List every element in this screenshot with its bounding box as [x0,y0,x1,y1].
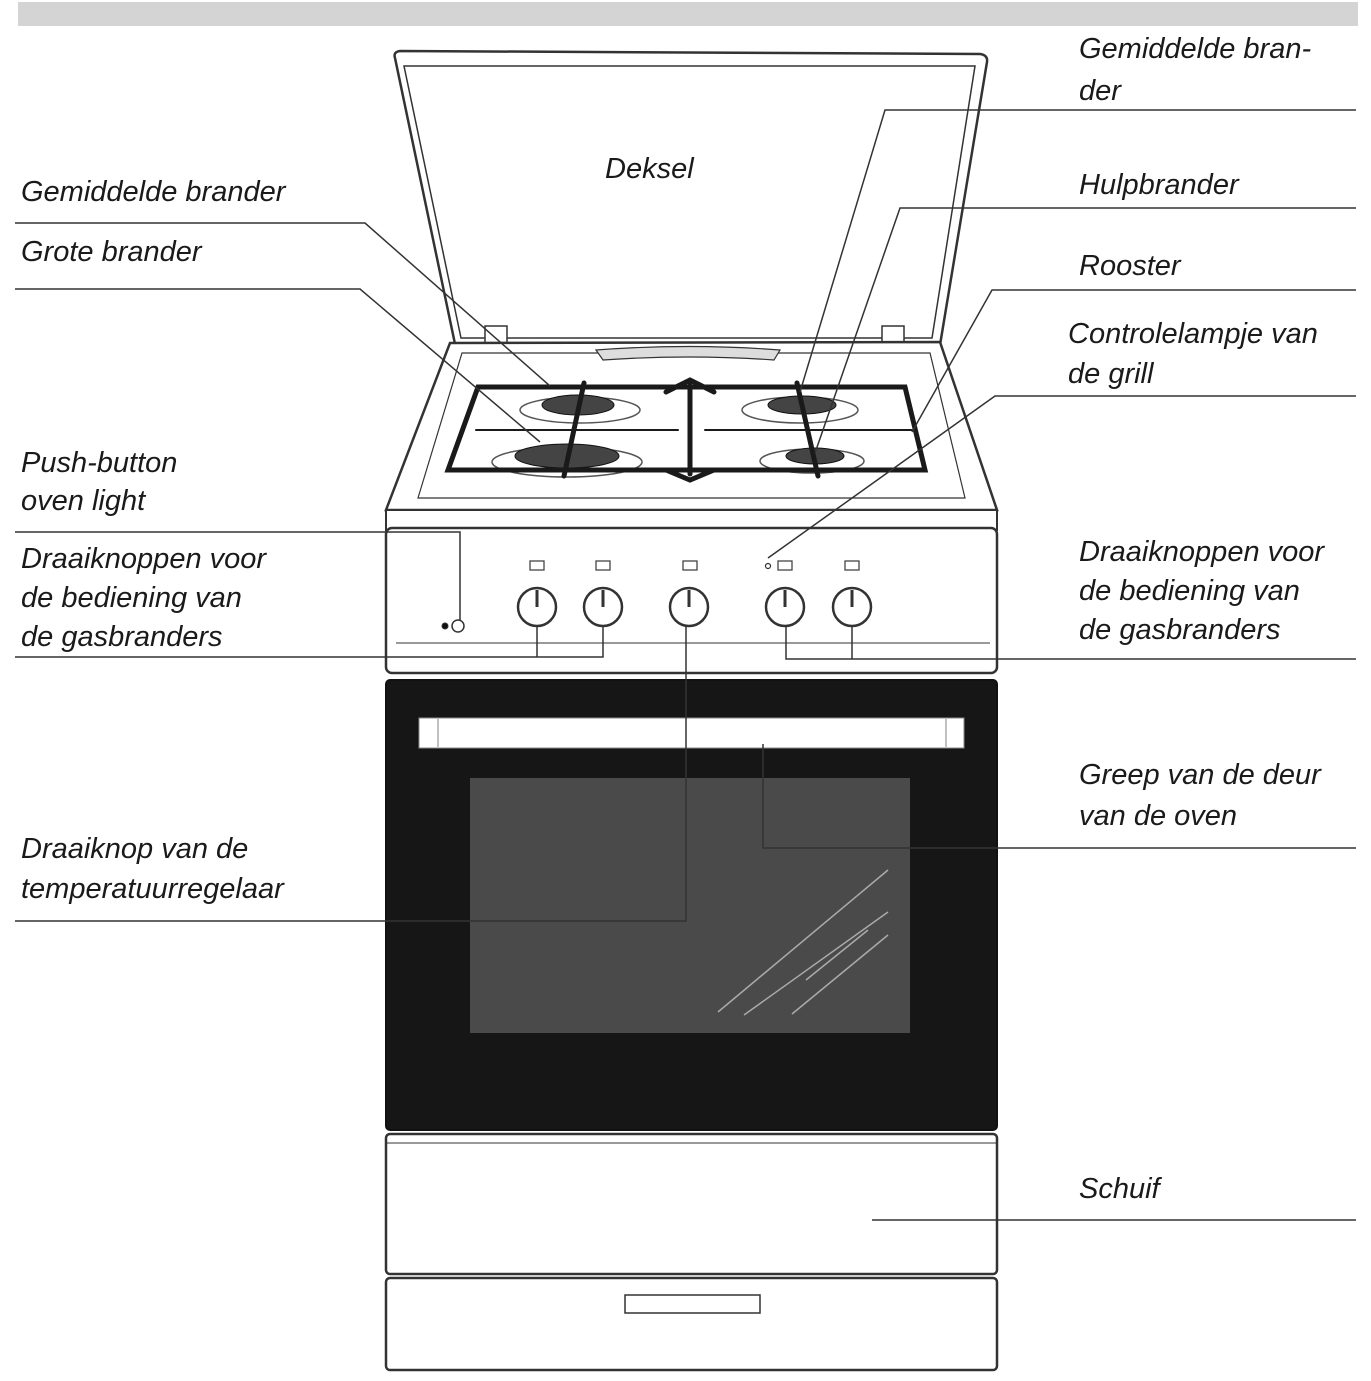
control-panel [384,509,999,675]
label-auxiliary-burner: Hulpbrander [1079,169,1239,201]
leader-knobs-right [785,626,1356,660]
knob-1[interactable] [516,586,558,628]
plinth [384,1276,999,1372]
label-medium-burner-left: Gemiddelde brander [21,176,286,208]
label-knobs-right: Draaiknoppen voor de bediening van de ga… [1079,536,1325,646]
label-medium-burner-right: Gemiddelde bran- der [1079,33,1312,107]
drawer[interactable] [384,1132,999,1276]
oven-window [470,778,910,1033]
oven-door [385,679,998,1131]
leader-medium-burner-left [15,222,551,387]
leader-large-burner [15,288,541,443]
label-grate: Rooster [1079,250,1181,282]
label-grill-indicator: Controlelampje van de grill [1068,318,1318,390]
top-bar [18,2,1358,26]
leader-medium-burner-right [799,109,1356,393]
leader-lines [15,109,1356,1221]
leader-knobs-left [15,626,604,658]
label-door-handle: Greep van de deur van de oven [1079,759,1321,832]
label-push-button: Push-button oven light [21,447,178,517]
knob-symbols [529,560,860,571]
leader-push-button [15,531,461,620]
leader-grate [911,289,1356,433]
lid [393,49,989,359]
oven-light-button[interactable] [441,619,465,633]
leader-door-handle [762,744,1356,849]
leader-thermostat [15,626,687,922]
leader-grill-indicator [767,395,1356,559]
knob-2[interactable] [582,586,624,628]
grill-indicator-lamp [764,562,772,570]
oven-door-handle[interactable] [418,717,965,749]
knob-4[interactable] [831,586,873,628]
grate [444,377,929,483]
glass-reflection [717,869,889,1016]
thermostat-knob[interactable] [668,586,710,628]
leader-auxiliary-burner [814,207,1356,454]
burners [491,394,865,478]
label-knobs-left: Draaiknoppen voor de bediening van de ga… [21,543,267,653]
label-large-burner: Grote brander [21,236,202,268]
label-lid: Deksel [605,153,694,185]
label-drawer: Schuif [1079,1173,1160,1205]
knob-3[interactable] [764,586,806,628]
label-thermostat-knob: Draaiknop van de temperatuurregelaar [21,833,284,905]
